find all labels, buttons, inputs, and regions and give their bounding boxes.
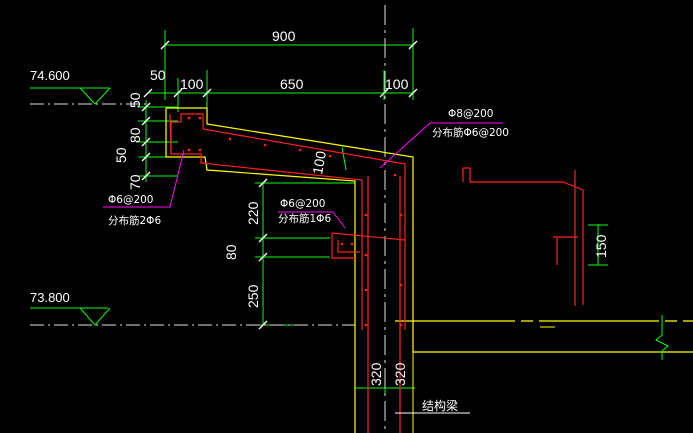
dim-left-v-70: 70 (127, 174, 143, 190)
dim-left-v-80: 80 (127, 127, 143, 143)
dimension-lines (138, 28, 608, 396)
dim-slope-100: 100 (309, 150, 329, 176)
dim-top-left-50: 50 (150, 67, 166, 83)
dim-column-320-right: 320 (392, 362, 408, 386)
dim-lower-220: 220 (245, 201, 261, 225)
structural-beam-label: 结构梁 (422, 398, 458, 413)
dim-left-100: 100 (180, 76, 204, 92)
dim-left-v-50: 50 (113, 147, 129, 163)
rebar-top-distribution-label: 分布筋Φ6@200 (432, 126, 509, 139)
dim-right-100: 100 (385, 76, 409, 92)
rebar-left-spacing-label: Φ6@200 (108, 194, 154, 206)
dim-lower-250: 250 (245, 284, 261, 308)
dim-right-detail-150: 150 (593, 234, 609, 258)
rebar-left-distribution-label: 分布筋2Φ6 (108, 214, 161, 227)
rebar-dots (187, 116, 403, 327)
level-lower-label: 73.800 (30, 290, 70, 305)
level-upper-label: 74.600 (30, 68, 70, 83)
level-marker-lower (30, 307, 355, 326)
dim-middle-650: 650 (280, 76, 304, 92)
rebar-lines (169, 113, 584, 433)
break-mark (655, 315, 669, 360)
concrete-outline (165, 107, 693, 433)
level-marker-upper (30, 87, 148, 105)
dim-lower-80: 80 (223, 244, 239, 260)
dimension-ticks (141, 40, 418, 330)
rebar-mid-spacing-label: Φ6@200 (280, 198, 326, 210)
dim-left-v-50-top: 50 (127, 92, 143, 108)
rebar-mid-distribution-label: 分布筋1Φ6 (278, 212, 331, 225)
dim-overall-900: 900 (272, 28, 296, 44)
leader-lines (103, 122, 555, 328)
rebar-top-spacing-label: Φ8@200 (448, 108, 494, 120)
dim-column-320-left: 320 (368, 362, 384, 386)
